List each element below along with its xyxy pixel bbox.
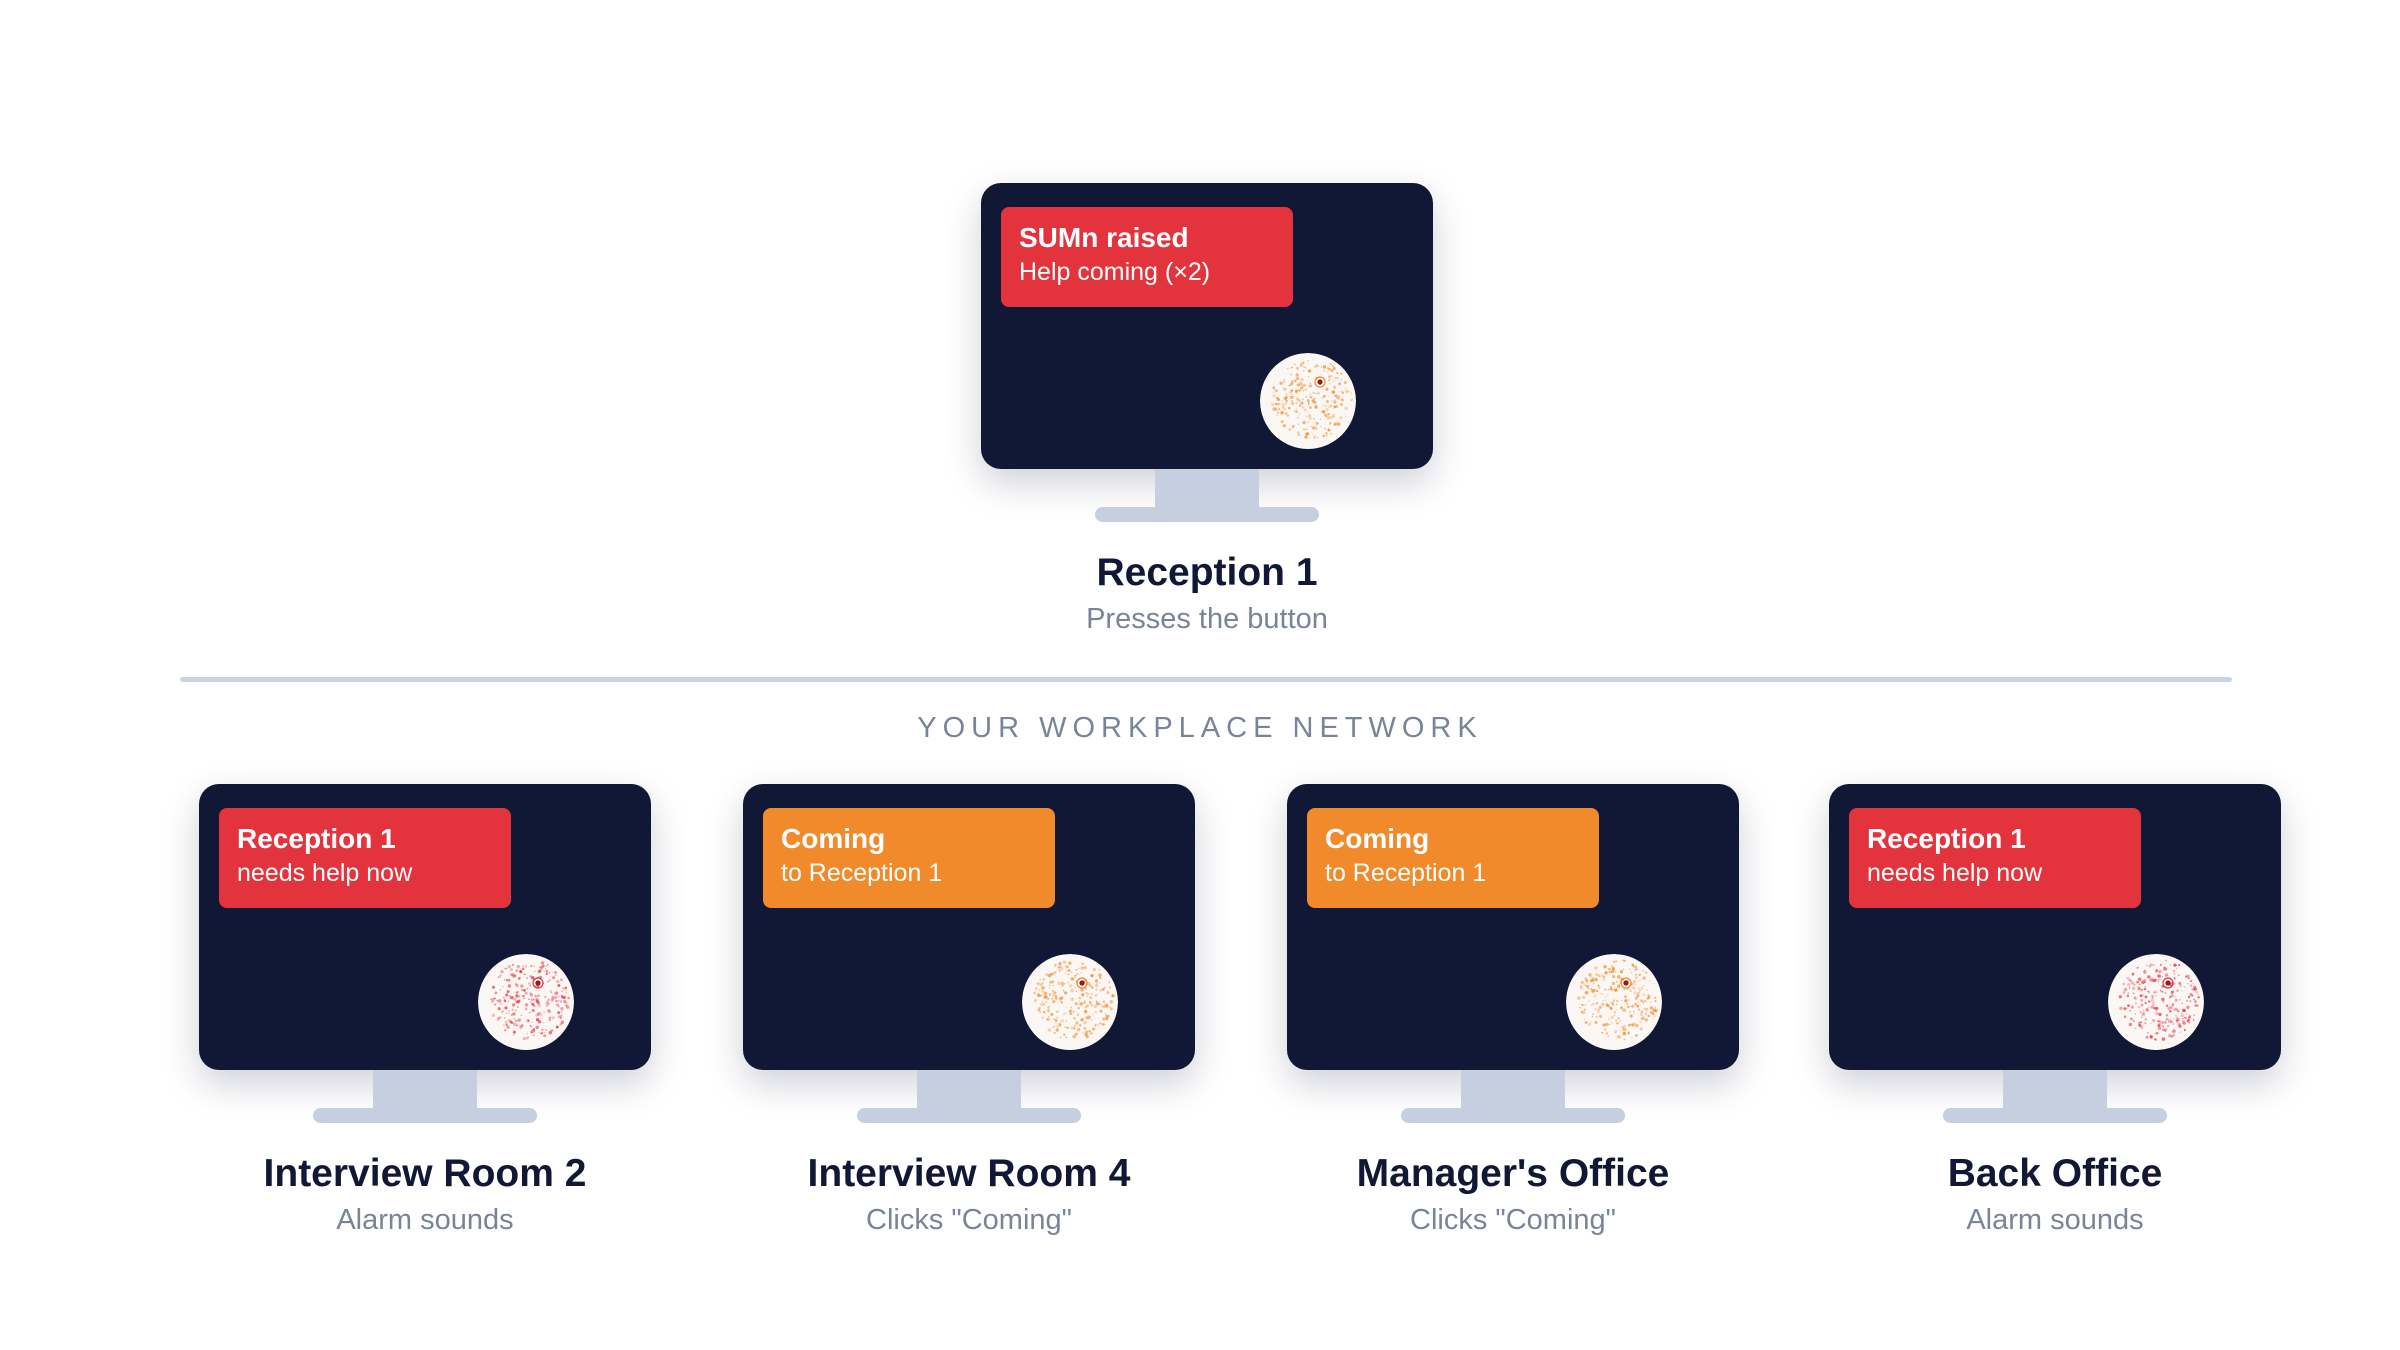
toast-subtitle: to Reception 1 (781, 859, 943, 887)
toast-title: Coming (781, 823, 886, 854)
coming-toast: Coming to Reception 1 (763, 808, 1055, 908)
device-action: Clicks "Coming" (866, 1204, 1072, 1236)
alert-toast: Reception 1 needs help now (219, 808, 511, 908)
toast-subtitle: to Reception 1 (1325, 859, 1487, 887)
toast-title: Reception 1 (237, 823, 396, 854)
monitor-stand-neck (1155, 469, 1259, 507)
device-name: Interview Room 2 (263, 1152, 587, 1195)
coming-toast: Coming to Reception 1 (1307, 808, 1599, 908)
panic-button-orb-icon[interactable] (1566, 954, 1662, 1050)
monitor-stand-neck (373, 1070, 477, 1108)
monitor-stand-base (313, 1108, 537, 1123)
monitor-screen: Reception 1 needs help now (1829, 784, 2281, 1070)
device-action: Alarm sounds (336, 1204, 514, 1236)
toast-title: Coming (1325, 823, 1430, 854)
network-divider (180, 677, 2232, 682)
monitor-screen: SUMn raised Help coming (×2) (981, 183, 1433, 469)
monitor-screen: Reception 1 needs help now (199, 784, 651, 1070)
toast-subtitle: needs help now (237, 859, 413, 887)
device-name: Back Office (1947, 1152, 2163, 1195)
device-name: Reception 1 (1096, 551, 1318, 594)
monitor-screen: Coming to Reception 1 (1287, 784, 1739, 1070)
monitor-stand-base (1401, 1108, 1625, 1123)
panic-button-orb-icon[interactable] (478, 954, 574, 1050)
monitor-stand-base (1943, 1108, 2167, 1123)
toast-subtitle: needs help now (1867, 859, 2043, 887)
monitor-screen: Coming to Reception 1 (743, 784, 1195, 1070)
device-action: Clicks "Coming" (1410, 1204, 1616, 1236)
alert-toast: Reception 1 needs help now (1849, 808, 2141, 908)
panic-button-orb-icon[interactable] (2108, 954, 2204, 1050)
device-name: Interview Room 4 (807, 1152, 1131, 1195)
device-action: Presses the button (1086, 603, 1328, 635)
toast-subtitle: Help coming (×2) (1019, 258, 1211, 286)
toast-title: Reception 1 (1867, 823, 2026, 854)
alert-toast: SUMn raised Help coming (×2) (1001, 207, 1293, 307)
device-name: Manager's Office (1356, 1152, 1670, 1195)
monitor-stand-base (1095, 507, 1319, 522)
device-action: Alarm sounds (1966, 1204, 2144, 1236)
panic-button-orb-icon[interactable] (1260, 353, 1356, 449)
toast-title: SUMn raised (1019, 222, 1189, 253)
monitor-stand-neck (1461, 1070, 1565, 1108)
panic-button-orb-icon[interactable] (1022, 954, 1118, 1050)
network-title: YOUR WORKPLACE NETWORK (917, 712, 1483, 744)
monitor-stand-neck (2003, 1070, 2107, 1108)
monitor-stand-base (857, 1108, 1081, 1123)
monitor-stand-neck (917, 1070, 1021, 1108)
